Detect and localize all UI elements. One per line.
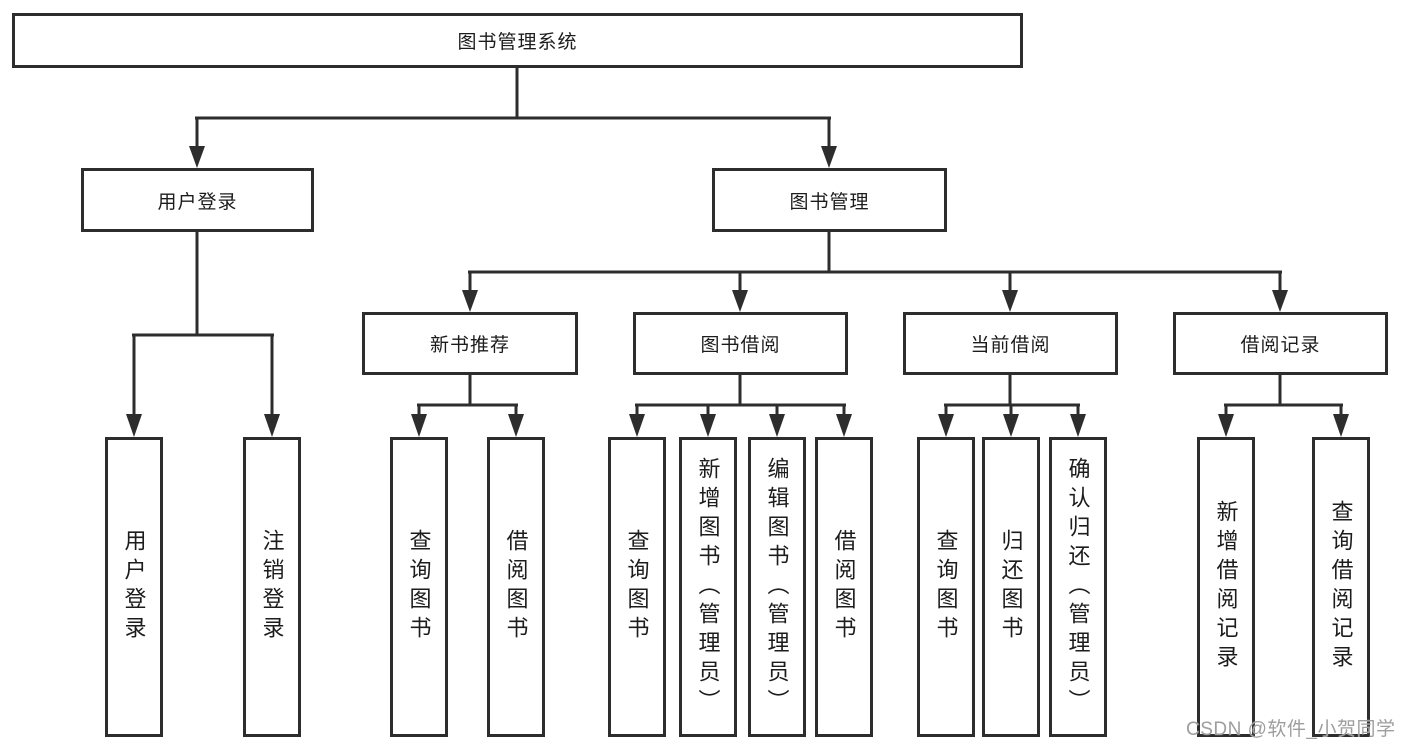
- node-user-login: 用户登录: [81, 168, 314, 232]
- leaf-logout-login: 注销登录: [243, 437, 301, 737]
- leaf-borrow-books-recommend: 借阅图书: [487, 437, 545, 737]
- leaf-label: 借阅图书: [503, 529, 529, 645]
- leaf-label: 归还图书: [998, 529, 1024, 645]
- leaf-add-borrow-record: 新增借阅记录: [1197, 437, 1255, 737]
- leaf-add-books-admin: 新增图书（管理员）: [679, 437, 737, 737]
- leaf-label: 新增图书（管理员）: [695, 456, 721, 718]
- leaf-label: 新增借阅记录: [1213, 500, 1239, 674]
- leaf-query-books-recommend: 查询图书: [390, 437, 448, 737]
- node-borrowing-records: 借阅记录: [1173, 312, 1388, 375]
- leaf-label: 查询图书: [406, 529, 432, 645]
- leaf-label: 查询图书: [624, 529, 650, 645]
- leaf-query-books-borrow: 查询图书: [608, 437, 666, 737]
- leaf-return-books: 归还图书: [982, 437, 1040, 737]
- leaf-label: 注销登录: [259, 529, 285, 645]
- node-book-management: 图书管理: [712, 168, 947, 232]
- node-book-borrowing: 图书借阅: [633, 312, 848, 375]
- leaf-confirm-return-admin: 确认归还（管理员）: [1049, 437, 1107, 737]
- leaf-label: 借阅图书: [831, 529, 857, 645]
- leaf-user-login: 用户登录: [105, 437, 163, 737]
- csdn-watermark: CSDN @软件_小贺同学: [1186, 719, 1396, 740]
- leaf-label: 查询图书: [933, 529, 959, 645]
- leaf-borrow-books: 借阅图书: [815, 437, 873, 737]
- leaf-query-borrow-record: 查询借阅记录: [1312, 437, 1370, 737]
- node-root-book-management-system: 图书管理系统: [12, 13, 1023, 68]
- leaf-label: 编辑图书（管理员）: [764, 456, 790, 718]
- leaf-label: 用户登录: [121, 529, 147, 645]
- leaf-label: 确认归还（管理员）: [1065, 456, 1091, 718]
- node-current-borrowing: 当前借阅: [903, 312, 1118, 375]
- leaf-label: 查询借阅记录: [1328, 500, 1354, 674]
- leaf-query-books-current: 查询图书: [917, 437, 975, 737]
- leaf-edit-books-admin: 编辑图书（管理员）: [748, 437, 806, 737]
- node-new-book-recommendation: 新书推荐: [362, 312, 578, 375]
